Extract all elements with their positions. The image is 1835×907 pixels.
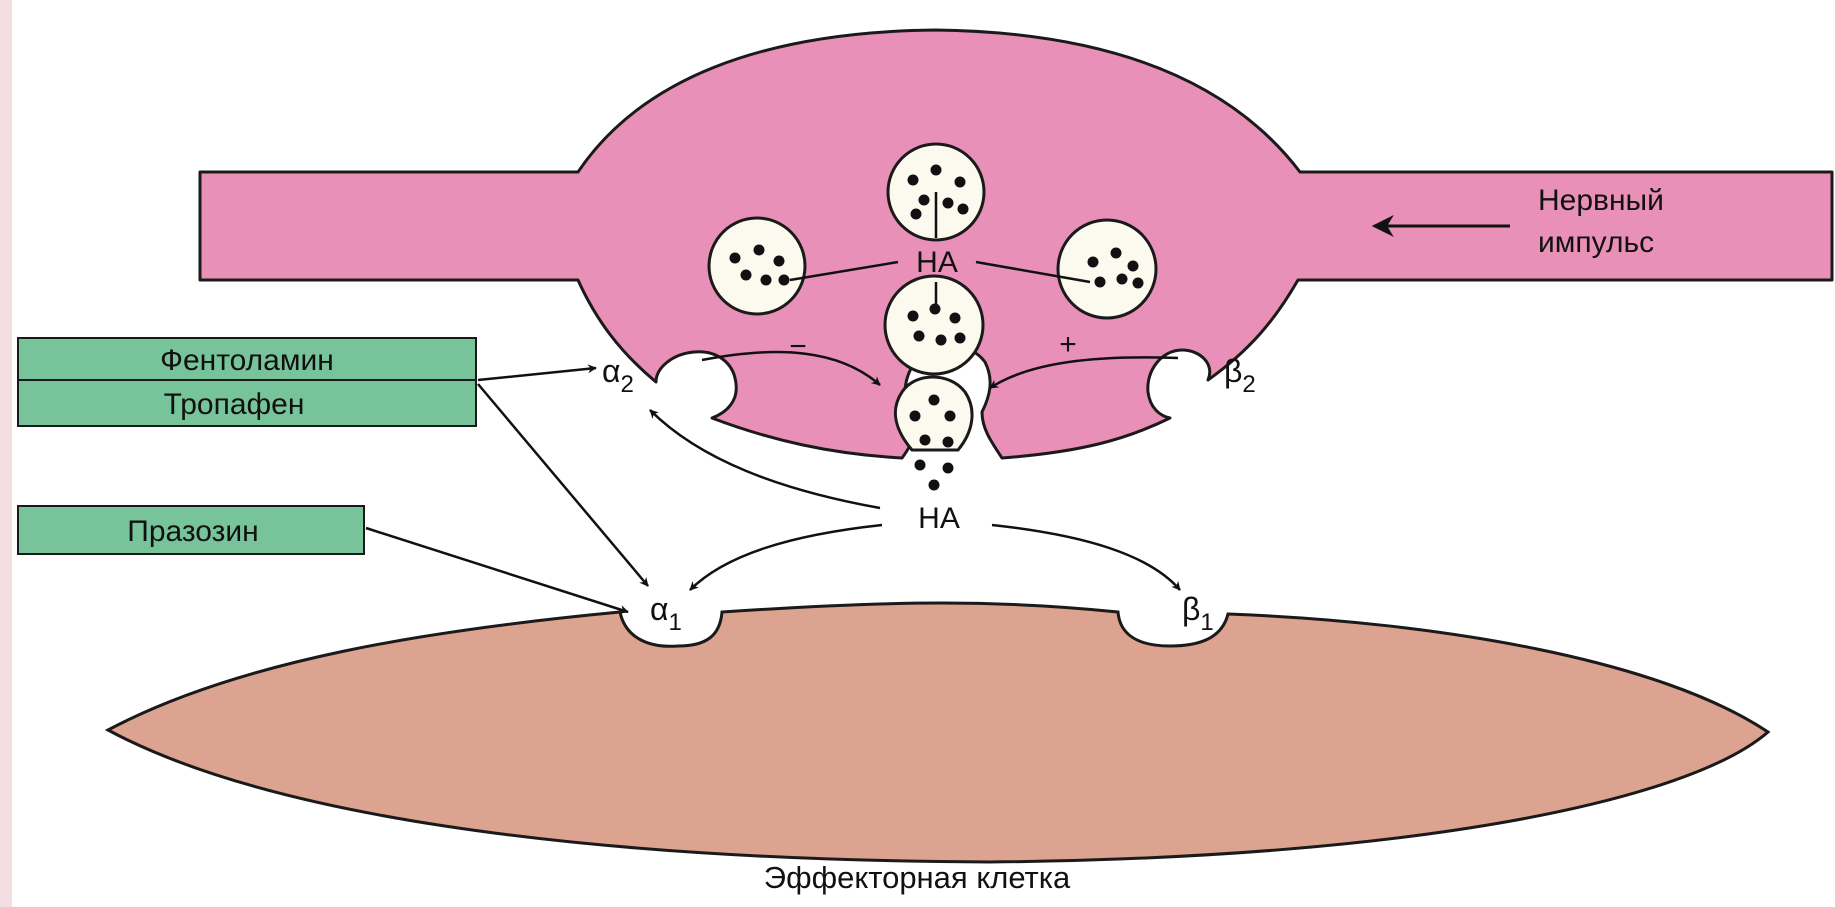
receptor-alpha2-label: α2 (602, 353, 634, 398)
impulse-label-line1: Нервный (1538, 184, 1664, 217)
drug-label-tropafen: Тропафен (164, 388, 305, 421)
receptor-beta1-label: β1 (1182, 591, 1214, 636)
arrow-ha-to-beta1 (992, 525, 1180, 590)
drug-box-prazozin: Празозин (18, 506, 364, 554)
arrow-fentolamin-to-alpha2 (478, 368, 596, 380)
sign-plus: + (1059, 328, 1077, 361)
arrow-fentolamin-to-alpha1 (478, 384, 648, 586)
drug-label-prazozin: Празозин (127, 515, 258, 548)
sign-minus: − (789, 330, 807, 363)
ha-released-label: НА (918, 502, 960, 535)
arrow-prazozin-to-alpha1 (366, 528, 628, 612)
impulse-label-line2: импульс (1538, 226, 1654, 259)
drug-box-fentolamin: Фентоламин (18, 338, 476, 380)
ha-vesicles-label: НА (916, 246, 958, 279)
drug-label-fentolamin: Фентоламин (160, 344, 334, 377)
receptor-alpha1-label: α1 (650, 591, 682, 636)
effector-cell (108, 603, 1768, 862)
vesicle-left (709, 218, 805, 314)
vesicle-releasing (895, 377, 972, 491)
receptor-beta2-label: β2 (1224, 353, 1256, 398)
vesicle-right (1058, 220, 1156, 318)
arrow-ha-to-alpha1 (690, 525, 882, 590)
drug-box-tropafen: Тропафен (18, 380, 476, 426)
effector-cell-label: Эффекторная клетка (764, 860, 1071, 895)
vesicle-middle (885, 276, 983, 374)
